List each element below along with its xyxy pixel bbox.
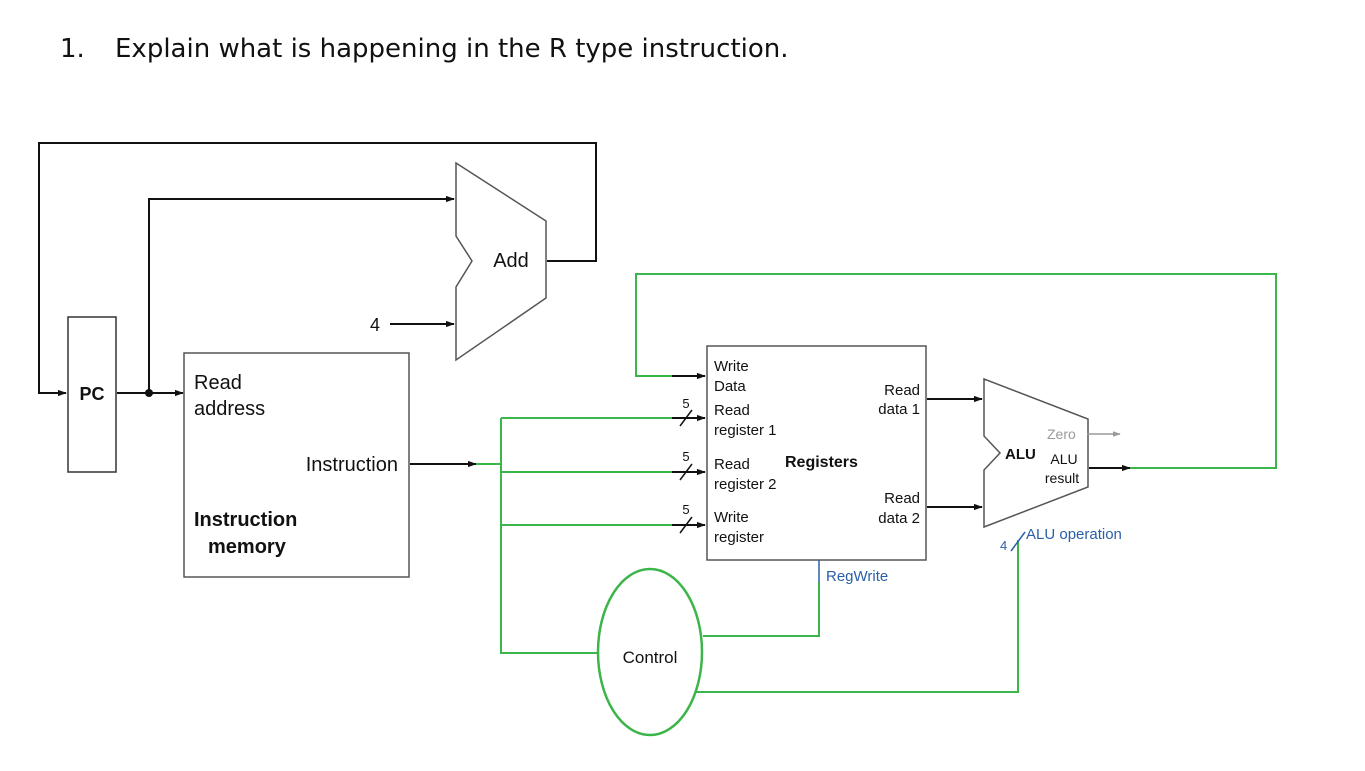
alu-op-bus-slash: [1010, 531, 1026, 552]
register-file: [706, 345, 927, 561]
alu-zero-label: Zero: [1047, 426, 1076, 442]
control-aluop-green: [689, 540, 1019, 693]
pc-junction: [145, 389, 153, 397]
write-reg-label-1: Write: [714, 509, 749, 526]
instruction-memory: [183, 352, 410, 578]
control-label: Control: [623, 648, 678, 667]
write-data-label-1: Write: [714, 358, 749, 375]
adder-to-pc-wire: [38, 142, 597, 397]
alu-op-width: 4: [1000, 538, 1007, 553]
read-data-1-label-1: Read: [884, 382, 920, 399]
writeback-loop-green: [635, 273, 1277, 469]
read-reg-1-label-1: Read: [714, 402, 750, 419]
write-reg-label-2: register: [714, 529, 764, 546]
adder-unit: [455, 161, 547, 362]
question: 1. Explain what is happening in the R typ…: [60, 34, 789, 64]
instruction-memory-title-2: memory: [208, 536, 287, 558]
instruction-fanout-green: [500, 418, 601, 654]
read-address-label-1: Read: [194, 372, 242, 394]
question-text: Explain what is happening in the R type …: [115, 34, 789, 64]
read-reg-2-label-2: register 2: [714, 476, 777, 493]
pc-to-adder-wire: [148, 195, 455, 393]
question-number: 1.: [60, 34, 85, 64]
read-data-2-label-2: data 2: [878, 510, 920, 527]
pc-label: PC: [79, 384, 104, 404]
alu-unit: [983, 377, 1089, 529]
bus-slash-rt: [679, 463, 693, 481]
regwrite-label: RegWrite: [826, 568, 888, 585]
control-unit: [596, 567, 704, 737]
instruction-out-label: Instruction: [306, 454, 398, 476]
read-data-1-label-2: data 1: [878, 401, 920, 418]
control-regwrite-green: [703, 582, 820, 637]
read-reg-1-label-2: register 1: [714, 422, 777, 439]
write-data-label-2: Data: [714, 378, 746, 395]
instruction-memory-title-1: Instruction: [194, 509, 297, 531]
pc-register: [67, 316, 117, 473]
alu-title: ALU: [1005, 446, 1036, 463]
read-address-label-2: address: [194, 398, 265, 420]
alu-operation-label: ALU operation: [1026, 526, 1122, 543]
alu-result-label-1: ALU: [1050, 451, 1077, 467]
bus-width-rd: 5: [682, 502, 689, 517]
bus-width-rt: 5: [682, 449, 689, 464]
bus-slash-rd: [679, 516, 693, 534]
adder-label: Add: [493, 250, 529, 272]
read-data-2-label-1: Read: [884, 490, 920, 507]
bus-width-rs: 5: [682, 396, 689, 411]
adder-constant: 4: [370, 315, 380, 335]
alu-result-label-2: result: [1045, 470, 1079, 486]
read-reg-2-label-1: Read: [714, 456, 750, 473]
registers-title: Registers: [785, 454, 858, 471]
bus-slash-rs: [679, 409, 693, 427]
